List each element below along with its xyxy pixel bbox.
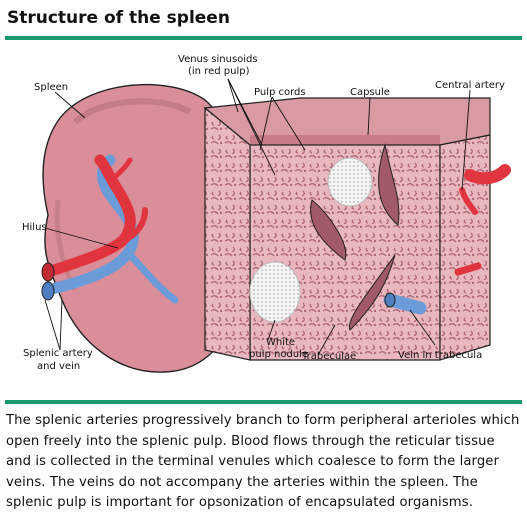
- label-central-artery: Central artery: [435, 80, 505, 91]
- spleen-diagram: Spleen Venus sinusoids (in red pulp) Pul…: [0, 40, 527, 400]
- tissue-block: [203, 97, 511, 361]
- label-capsule: Capsule: [350, 87, 390, 98]
- title-bar: Structure of the spleen: [0, 0, 527, 38]
- spleen-organ: [42, 83, 247, 373]
- label-splenic-vein: and vein: [37, 361, 80, 372]
- page-title: Structure of the spleen: [7, 8, 230, 28]
- label-white-pulp-sub: pulp nodule: [249, 349, 308, 360]
- label-venus-sinusoids: Venus sinusoids: [178, 54, 258, 65]
- label-pulp-cords: Pulp cords: [254, 87, 306, 98]
- leader-lines: [44, 78, 471, 356]
- label-white-pulp: White: [266, 337, 295, 348]
- white-pulp-nodule: [327, 157, 373, 207]
- spleen-diagram-svg: Spleen Venus sinusoids (in red pulp) Pul…: [22, 54, 511, 373]
- label-venus-sinusoids-sub: (in red pulp): [188, 66, 250, 77]
- label-spleen: Spleen: [34, 82, 68, 93]
- label-vein-in-trabecula: Vein in trabecula: [398, 350, 482, 361]
- white-pulp-nodule: [249, 261, 301, 323]
- label-hilus: Hilus: [22, 222, 47, 233]
- bottom-divider: [5, 400, 522, 404]
- label-trabeculae: Trabeculae: [301, 351, 356, 362]
- caption-text: The splenic arteries progressively branc…: [6, 413, 520, 510]
- splenic-vessels: [41, 154, 179, 304]
- label-splenic-artery: Splenic artery: [23, 348, 93, 359]
- top-divider: [5, 36, 522, 40]
